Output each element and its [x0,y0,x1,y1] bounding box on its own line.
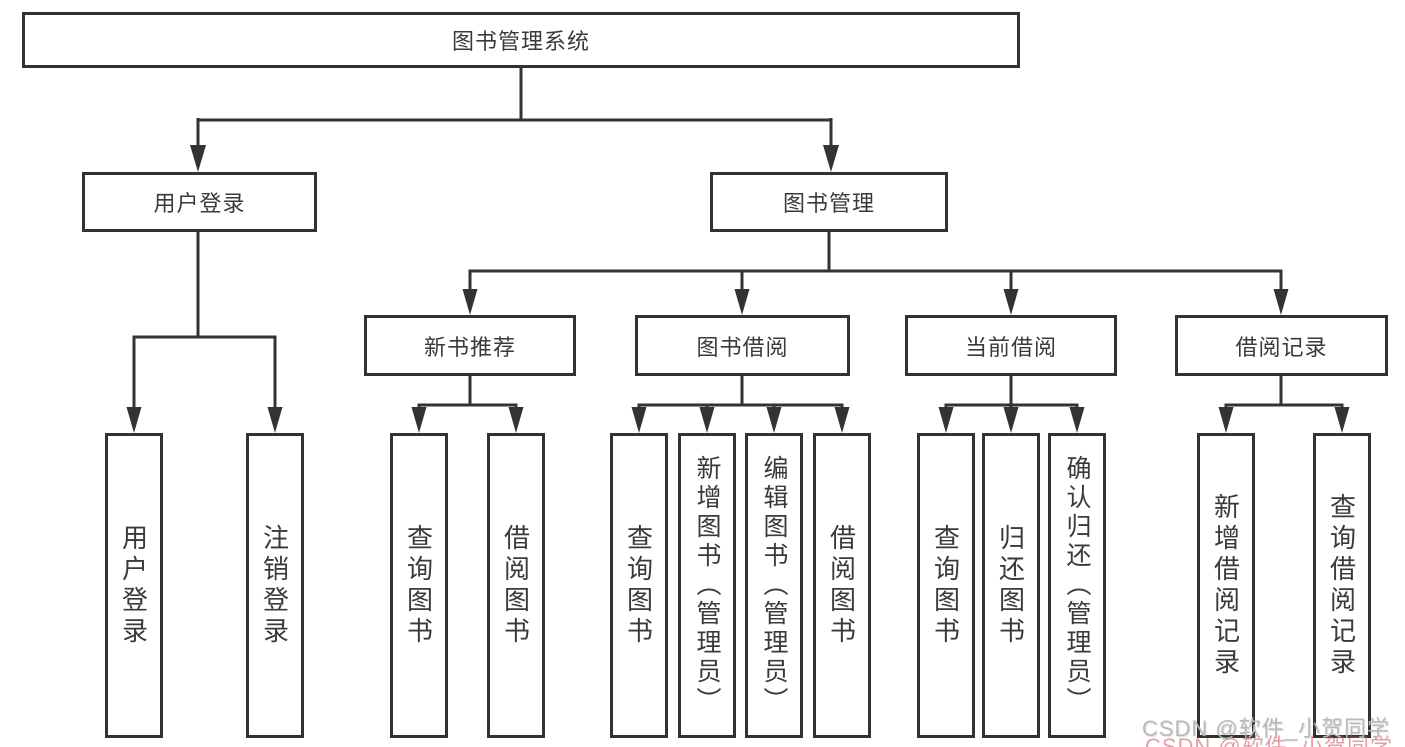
leaf-borrow-books-label: 借阅图书 [826,523,857,648]
leaf-edit-book-admin-label: 编辑图书（管理员） [760,455,788,716]
node-borrow-records-label: 借阅记录 [1235,334,1328,360]
arrowhead [508,407,524,433]
leaf-confirm-return-admin: 确认归还（管理员） [1048,433,1106,738]
node-current-borrow-label: 当前借阅 [964,334,1057,360]
leaf-query-borrow-record-label: 查询借阅记录 [1326,492,1357,679]
leaf-query-books-recommend: 查询图书 [390,433,448,738]
node-book-management: 图书管理 [710,172,948,232]
arrowhead [1069,407,1085,433]
arrowhead [1273,289,1289,315]
leaf-borrow-books-recommend-label: 借阅图书 [500,523,531,648]
arrowhead [190,145,206,172]
arrowhead [267,407,283,433]
leaf-query-books-borrow: 查询图书 [610,433,668,738]
leaf-query-books-recommend-label: 查询图书 [403,523,434,648]
csdn-watermark: CSDN @软件_小贺同学 [1141,716,1390,741]
leaf-query-borrow-record: 查询借阅记录 [1313,433,1371,738]
csdn-watermark-echo: CSDN @软件_小贺同学 [1144,734,1393,747]
leaf-add-borrow-record: 新增借阅记录 [1197,433,1255,738]
arrowhead [823,145,839,172]
arrowhead [462,289,478,315]
node-borrow-records: 借阅记录 [1175,315,1388,376]
leaf-add-borrow-record-label: 新增借阅记录 [1210,492,1241,679]
arrowhead [1003,289,1019,315]
arrowhead [1218,407,1234,433]
arrowhead [734,289,750,315]
leaf-query-books-current-label: 查询图书 [930,523,961,648]
leaf-add-book-admin-label: 新增图书（管理员） [693,455,721,716]
leaf-confirm-return-admin-label: 确认归还（管理员） [1063,455,1091,716]
leaf-query-books-borrow-label: 查询图书 [623,523,654,648]
leaf-add-book-admin: 新增图书（管理员） [678,433,736,738]
arrowhead [631,407,647,433]
node-root-label: 图书管理系统 [451,29,590,54]
node-book-borrow: 图书借阅 [635,315,850,376]
leaf-user-login-label: 用户登录 [118,523,149,648]
node-root: 图书管理系统 [22,12,1020,68]
arrowhead [411,407,427,433]
leaf-user-login: 用户登录 [105,433,163,738]
leaf-return-books: 归还图书 [982,433,1040,738]
leaf-logout-label: 注销登录 [259,523,290,648]
leaf-return-books-label: 归还图书 [995,523,1026,648]
arrowhead [126,407,142,433]
arrowhead [699,407,715,433]
node-new-book-recommend: 新书推荐 [364,315,576,376]
leaf-borrow-books: 借阅图书 [813,433,871,738]
arrowhead [1334,407,1350,433]
arrowhead [938,407,954,433]
arrowhead [766,407,782,433]
arrowhead [1003,407,1019,433]
node-user-login-label: 用户登录 [153,191,246,216]
arrowhead [834,407,850,433]
leaf-edit-book-admin: 编辑图书（管理员） [745,433,803,738]
node-new-book-recommend-label: 新书推荐 [423,334,516,360]
node-book-management-label: 图书管理 [782,191,875,216]
node-user-login: 用户登录 [82,172,317,232]
node-current-borrow: 当前借阅 [905,315,1117,376]
leaf-query-books-current: 查询图书 [917,433,975,738]
node-book-borrow-label: 图书借阅 [696,334,789,360]
leaf-borrow-books-recommend: 借阅图书 [487,433,545,738]
leaf-logout: 注销登录 [246,433,304,738]
